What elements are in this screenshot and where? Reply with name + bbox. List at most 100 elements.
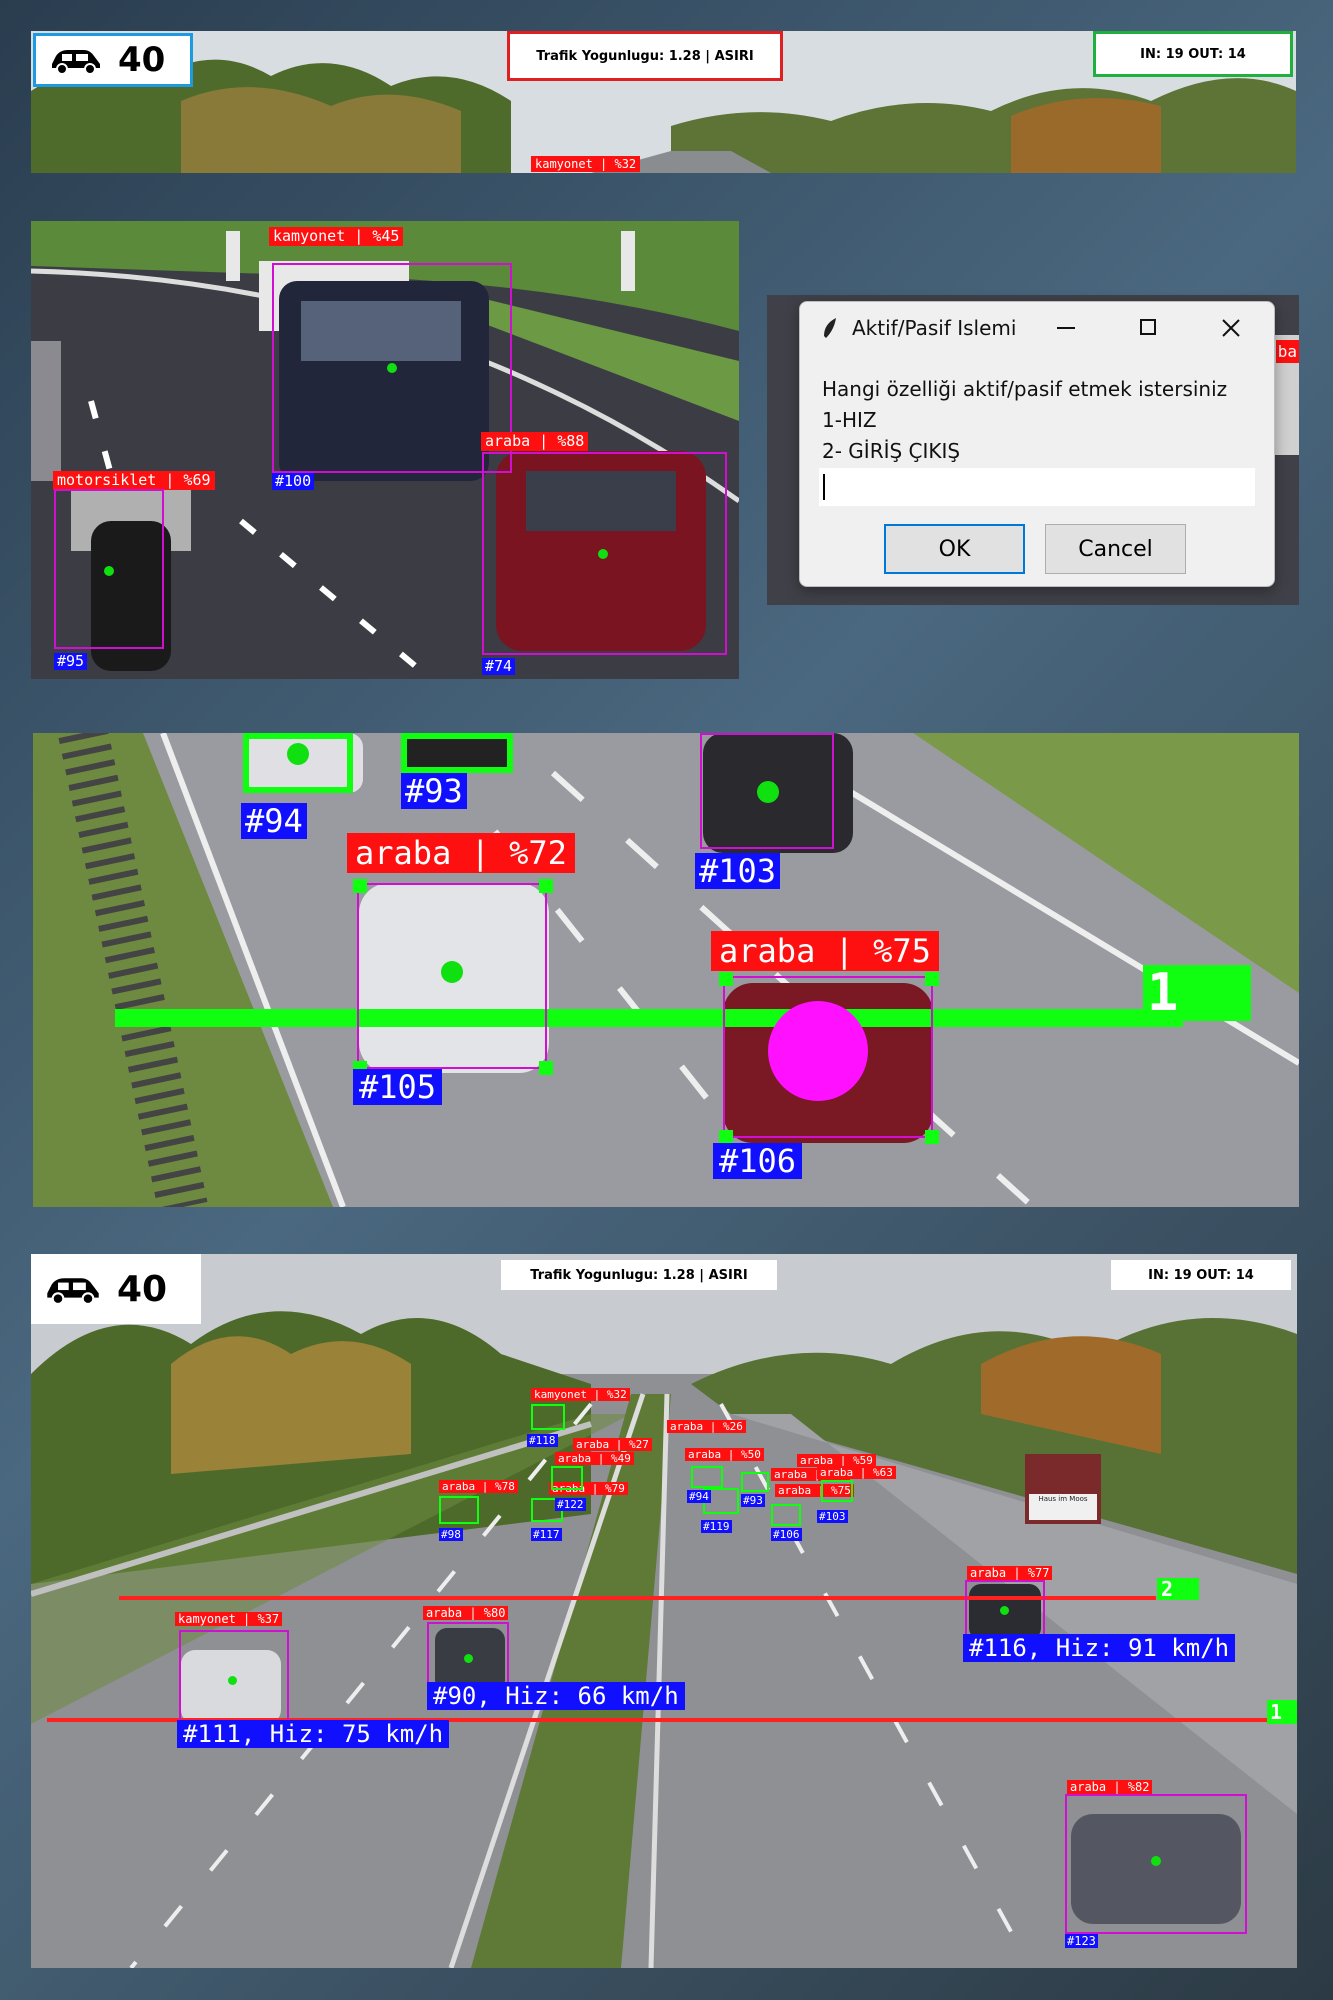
dialog-title: Aktif/Pasif Islemi (852, 316, 1017, 340)
track-id: #103 (817, 1510, 848, 1523)
video-panel-closeup: kamyonet | %45 #100 araba | %88 #74 moto… (31, 221, 739, 679)
cancel-button[interactable]: Cancel (1045, 524, 1186, 574)
center-dot (387, 363, 397, 373)
crossing-marker (768, 1001, 868, 1101)
box-corner (925, 972, 939, 986)
speed-label: #116, Hiz: 91 km/h (963, 1634, 1236, 1662)
speed-label: #90, Hiz: 66 km/h (427, 1682, 685, 1710)
vehicle-counter: 40 (33, 33, 193, 87)
line-number-2: 2 (1157, 1578, 1199, 1600)
detection-label: araba | %75 (711, 931, 939, 971)
detection-label: araba | %63 (817, 1466, 896, 1479)
track-id: #94 (687, 1490, 711, 1503)
dialog-prompt: Hangi özelliği aktif/pasif etmek istersi… (822, 374, 1227, 467)
bounding-box (482, 452, 727, 655)
detection-label: araba | %49 (555, 1452, 634, 1465)
bounding-box (439, 1496, 479, 1524)
track-id: #100 (272, 473, 315, 490)
car-icon (52, 50, 100, 74)
track-id: #93 (741, 1494, 765, 1507)
roadside-sign-text: Haus im Moos (1038, 1495, 1088, 1503)
bounding-box (243, 733, 353, 793)
bounding-box (401, 733, 513, 773)
bounding-box (723, 976, 933, 1138)
track-id: #123 (1065, 1934, 1098, 1948)
detection-label: araba | %88 (481, 432, 589, 451)
center-dot (228, 1676, 237, 1685)
detection-label: kamyonet | %32 (531, 156, 641, 172)
speed-label: #111, Hiz: 75 km/h (177, 1720, 450, 1748)
detection-label: araba | %59 (797, 1454, 876, 1467)
track-id: #106 (771, 1528, 802, 1541)
input-caret (823, 474, 825, 500)
center-dot (1151, 1856, 1161, 1866)
detection-label: kamyonet | %37 (175, 1612, 283, 1626)
density-readout: Trafik Yogunlugu: 1.28 | ASIRI (507, 31, 783, 81)
video-panel-full-view: Haus im Moos 40 Trafik Yogunlugu: 1.28 |… (31, 1254, 1297, 1968)
bounding-box (691, 1466, 723, 1488)
box-corner (353, 879, 367, 893)
bounding-box (741, 1472, 769, 1492)
feather-icon (824, 318, 836, 338)
bounding-box (531, 1404, 565, 1430)
detection-label: araba | %77 (967, 1566, 1053, 1580)
detection-label: araba | %50 (685, 1448, 764, 1461)
video-panel-top-strip: 40 Trafik Yogunlugu: 1.28 | ASIRI IN: 19… (31, 31, 1296, 173)
box-corner (539, 879, 553, 893)
box-corner (925, 1130, 939, 1144)
prompt-line: Hangi özelliği aktif/pasif etmek istersi… (822, 377, 1228, 401)
in-out-counter: IN: 19 OUT: 14 (1093, 31, 1293, 77)
track-id: #122 (555, 1498, 586, 1511)
detection-label: araba | %79 (549, 1482, 628, 1495)
dialog-input[interactable] (819, 468, 1255, 506)
close-icon[interactable] (1220, 317, 1242, 339)
dialog-titlebar[interactable]: Aktif/Pasif Islemi (800, 302, 1274, 354)
track-id: #117 (531, 1528, 562, 1541)
vehicle-count: 40 (118, 40, 166, 80)
bounding-box (357, 883, 547, 1069)
detection-label: araba | %75 (775, 1484, 854, 1497)
bounding-box (821, 1480, 853, 1502)
center-dot (464, 1654, 473, 1663)
bounding-box (272, 263, 512, 473)
car-icon (47, 1278, 99, 1304)
detection-label: kamyonet | %45 (269, 227, 404, 246)
aktif-pasif-dialog: Aktif/Pasif Islemi Hangi özelliği aktif/… (799, 301, 1275, 587)
track-id: #98 (439, 1528, 463, 1541)
track-id: #118 (527, 1434, 558, 1447)
background-label-fragment: ba (1275, 340, 1299, 363)
line-number-1: 1 (1267, 1700, 1297, 1724)
in-out-counter: IN: 19 OUT: 14 (1111, 1260, 1291, 1290)
track-id: #94 (241, 803, 307, 839)
center-dot (441, 961, 463, 983)
detection-label: araba | %72 (347, 833, 575, 873)
bounding-box (771, 1504, 801, 1526)
minimize-icon[interactable] (1057, 327, 1075, 329)
detection-label: araba | %26 (667, 1420, 746, 1433)
center-dot (757, 781, 779, 803)
bounding-box (1065, 1794, 1247, 1934)
road-scene (31, 221, 739, 679)
prompt-line: 2- GİRİŞ ÇIKIŞ (822, 439, 961, 463)
ok-button[interactable]: OK (884, 524, 1025, 574)
detection-label: kamyonet | %32 (531, 1388, 630, 1401)
center-dot (104, 566, 114, 576)
track-id: #119 (701, 1520, 732, 1533)
detection-label: araba | %27 (573, 1438, 652, 1451)
center-dot (287, 743, 309, 765)
highway-overview (31, 1254, 1297, 1968)
track-id: #103 (695, 853, 781, 889)
center-dot (598, 549, 608, 559)
vehicle-count: 40 (117, 1268, 168, 1310)
maximize-icon[interactable] (1140, 319, 1156, 335)
detection-label: araba | %80 (423, 1606, 509, 1620)
track-id: #74 (482, 658, 516, 675)
box-corner (719, 1130, 733, 1144)
bounding-box (54, 489, 164, 649)
vehicle-counter: 40 (31, 1254, 201, 1324)
detection-label: araba | %82 (1067, 1780, 1153, 1794)
detection-label: motorsiklet | %69 (53, 471, 215, 490)
track-id: #95 (54, 653, 88, 670)
track-id: #106 (713, 1143, 803, 1179)
bounding-box (551, 1466, 583, 1490)
